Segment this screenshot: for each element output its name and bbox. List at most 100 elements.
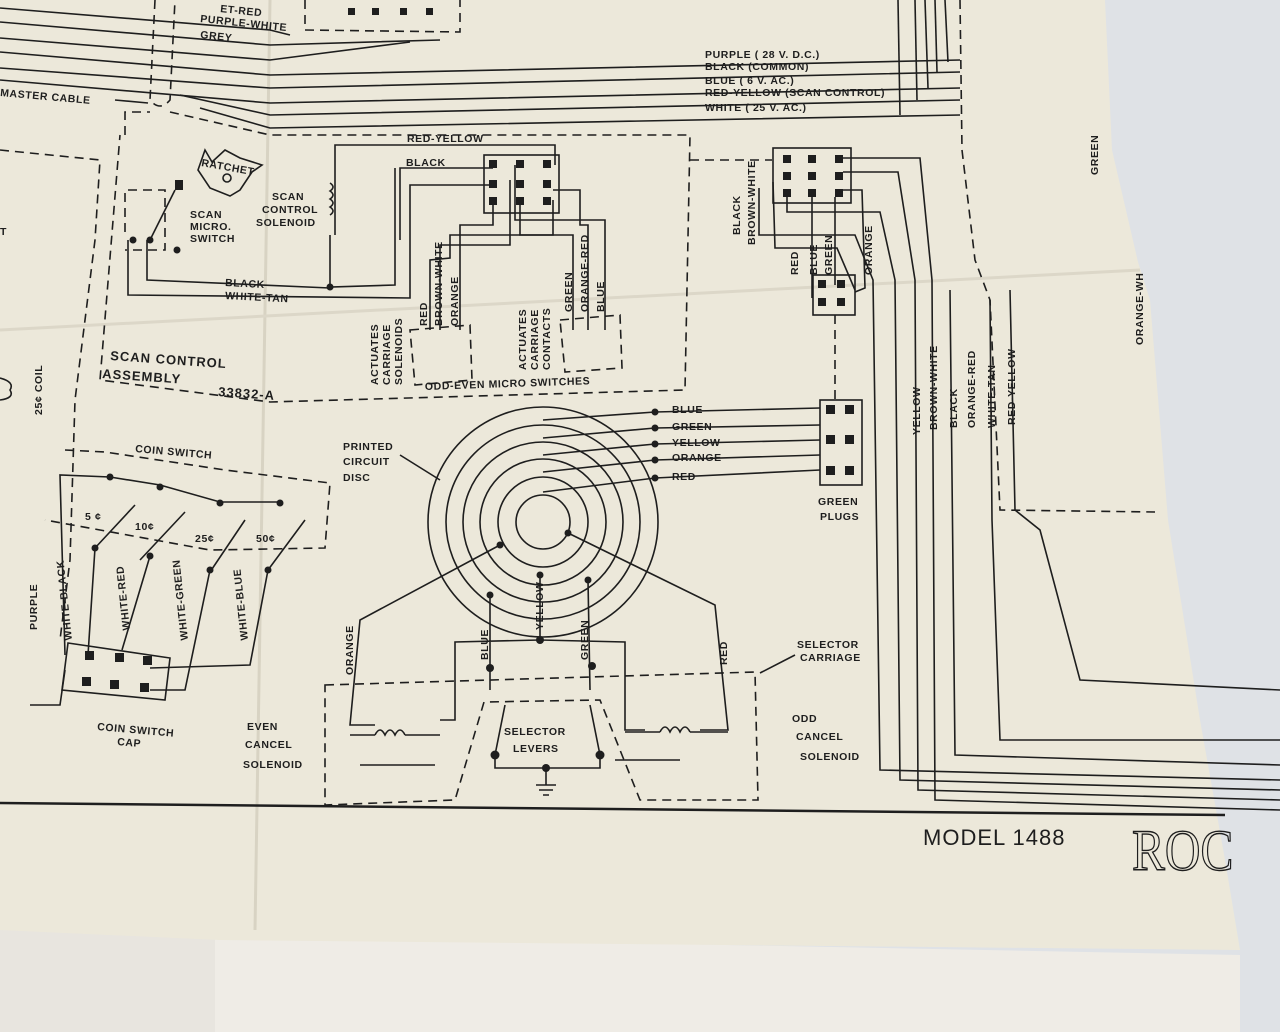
scan-solenoid-coil-icon — [328, 150, 336, 235]
plug-wire-red: RED — [789, 251, 801, 275]
left-switch-wire-brown-white: BROWN-WHITE — [433, 241, 445, 326]
plug-wire-blue: BLUE — [808, 244, 820, 275]
wire-label-black: BLACK — [225, 277, 265, 291]
coin-wire-purple: PURPLE — [28, 584, 40, 630]
wire-label-black-top: BLACK — [406, 157, 446, 169]
odd-even-switches-label: ODD-EVEN MICRO SWITCHES — [425, 375, 591, 393]
scan-control-assembly-box — [99, 111, 691, 403]
paper-fold — [0, 268, 1141, 332]
carriage-label-arrow — [759, 654, 796, 674]
scan-connector — [483, 154, 560, 214]
plug-wire-orange: ORANGE — [863, 225, 875, 275]
green-plugs-label-2: PLUGS — [820, 511, 859, 523]
bus-wire-blue: BLUE ( 6 V. AC.) — [705, 75, 794, 87]
right-upper-wire-brown-white: BROWN-WHITE — [746, 160, 758, 245]
coin-denomination-5: 5 ¢ — [85, 511, 101, 523]
actuates-solenoids-1: ACTUATES — [369, 324, 381, 385]
disc-label-2: CIRCUIT — [343, 456, 390, 468]
wire-label-white-tan: WHITE-TAN — [225, 290, 289, 305]
even-label-2: CANCEL — [245, 739, 292, 751]
lower-wire-green: GREEN — [579, 620, 591, 660]
ratchet-pivot — [222, 173, 232, 183]
odd-label-2: CANCEL — [796, 731, 843, 743]
title-block-border — [0, 801, 1226, 817]
bus-wire-purple: PURPLE ( 28 V. D.C.) — [705, 49, 820, 61]
top-connector — [348, 8, 433, 15]
paper-sheet — [0, 0, 1240, 950]
solenoid-label-3: SOLENOID — [256, 217, 316, 229]
solenoid-label-1: SCAN — [272, 191, 304, 203]
wire-label-grey: GREY — [200, 29, 233, 44]
carriage-label-1: SELECTOR — [797, 639, 859, 651]
upper-wire-bundle — [0, 0, 961, 129]
micro-switch-blade — [149, 189, 176, 241]
contact-switch-box — [559, 314, 623, 373]
right-switch-wire-blue: BLUE — [595, 281, 607, 312]
odd-label-1: ODD — [792, 713, 817, 725]
carriage-label-2: CARRIAGE — [800, 652, 861, 664]
ring-wire-green: GREEN — [672, 421, 712, 433]
green-plugs-label-1: GREEN — [818, 496, 858, 508]
coin-switch-cap-label-2: CAP — [117, 736, 142, 750]
underlying-sheet — [215, 935, 1240, 1032]
actuates-solenoids-3: SOLENOIDS — [393, 318, 405, 385]
ring-wire-yellow: YELLOW — [672, 437, 721, 449]
actuates-contacts-2: CARRIAGE — [529, 309, 541, 370]
bus-wire-white: WHITE ( 25 V. AC.) — [705, 102, 807, 114]
coil-icon — [0, 377, 13, 401]
right-connector — [758, 147, 1280, 811]
micro-switch-label-2: MICRO. — [190, 221, 232, 233]
edge-wire-orange: ORANGE-WH — [1134, 273, 1146, 345]
coin-denomination-50: 50¢ — [256, 533, 275, 545]
plug-wire-green: GREEN — [823, 235, 835, 275]
coin-denomination-25: 25¢ — [195, 533, 214, 545]
wire-label-red-yellow: RED-YELLOW — [407, 133, 484, 145]
micro-switch-box — [124, 189, 166, 251]
cable-wire-black: BLACK — [948, 388, 960, 428]
company-logo: ROC — [1132, 818, 1233, 883]
assembly-title-2: ASSEMBLY — [102, 366, 182, 386]
printed-circuit-disc — [349, 406, 821, 731]
actuates-contacts-1: ACTUATES — [517, 309, 529, 370]
cable-wire-yellow: YELLOW — [911, 386, 923, 435]
lower-wire-yellow: YELLOW — [534, 581, 546, 630]
ring-wire-orange: ORANGE — [672, 452, 722, 464]
bus-wire-black: BLACK (COMMON) — [705, 61, 809, 73]
bus-risers — [897, 0, 1156, 513]
right-switch-wire-green: GREEN — [563, 272, 575, 312]
green-plugs-connector — [819, 399, 863, 486]
disc-label-1: PRINTED — [343, 441, 393, 453]
master-cable-arrow — [114, 99, 149, 104]
disc-label-arrow — [399, 454, 441, 481]
bus-wire-red-yellow: RED-YELLOW (SCAN CONTROL) — [705, 87, 885, 99]
micro-switch-label-3: SWITCH — [190, 233, 235, 245]
lower-wire-orange: ORANGE — [344, 625, 356, 675]
solenoid-label-2: CONTROL — [262, 204, 318, 216]
micro-switch-label-1: SCAN — [190, 209, 222, 221]
even-label-3: SOLENOID — [243, 759, 303, 771]
assembly-part-number: 33832-A — [218, 384, 276, 403]
wire-label-partial-red: ET-RED — [220, 3, 263, 19]
ratchet-icon — [197, 148, 264, 197]
cable-wire-white-tan: WHITE-TAN — [986, 364, 998, 428]
left-switch-wire-orange: ORANGE — [449, 276, 461, 326]
edge-wire-green: GREEN — [1089, 135, 1101, 175]
ring-wire-red: RED — [672, 471, 696, 483]
levers-label-2: LEVERS — [513, 743, 559, 755]
right-switch-wire-orange-red: ORANGE-RED — [579, 234, 591, 312]
lower-wire-red: RED — [718, 641, 730, 665]
right-upper-wire-black: BLACK — [731, 195, 743, 235]
partial-left-text: T — [0, 226, 7, 238]
coil-label: 25¢ COIL — [33, 365, 45, 415]
disc-label-3: DISC — [343, 472, 371, 484]
coin-switch-cap-connector — [61, 642, 171, 701]
coin-denomination-10: 10¢ — [135, 521, 154, 533]
scan-wires — [127, 144, 606, 330]
actuates-solenoids-2: CARRIAGE — [381, 324, 393, 385]
micro-switch-actuator — [175, 180, 183, 190]
paper-fold — [253, 0, 272, 931]
even-label-1: EVEN — [247, 721, 278, 733]
ring-wire-blue: BLUE — [672, 404, 703, 416]
cable-wire-orange-red: ORANGE-RED — [966, 350, 978, 428]
